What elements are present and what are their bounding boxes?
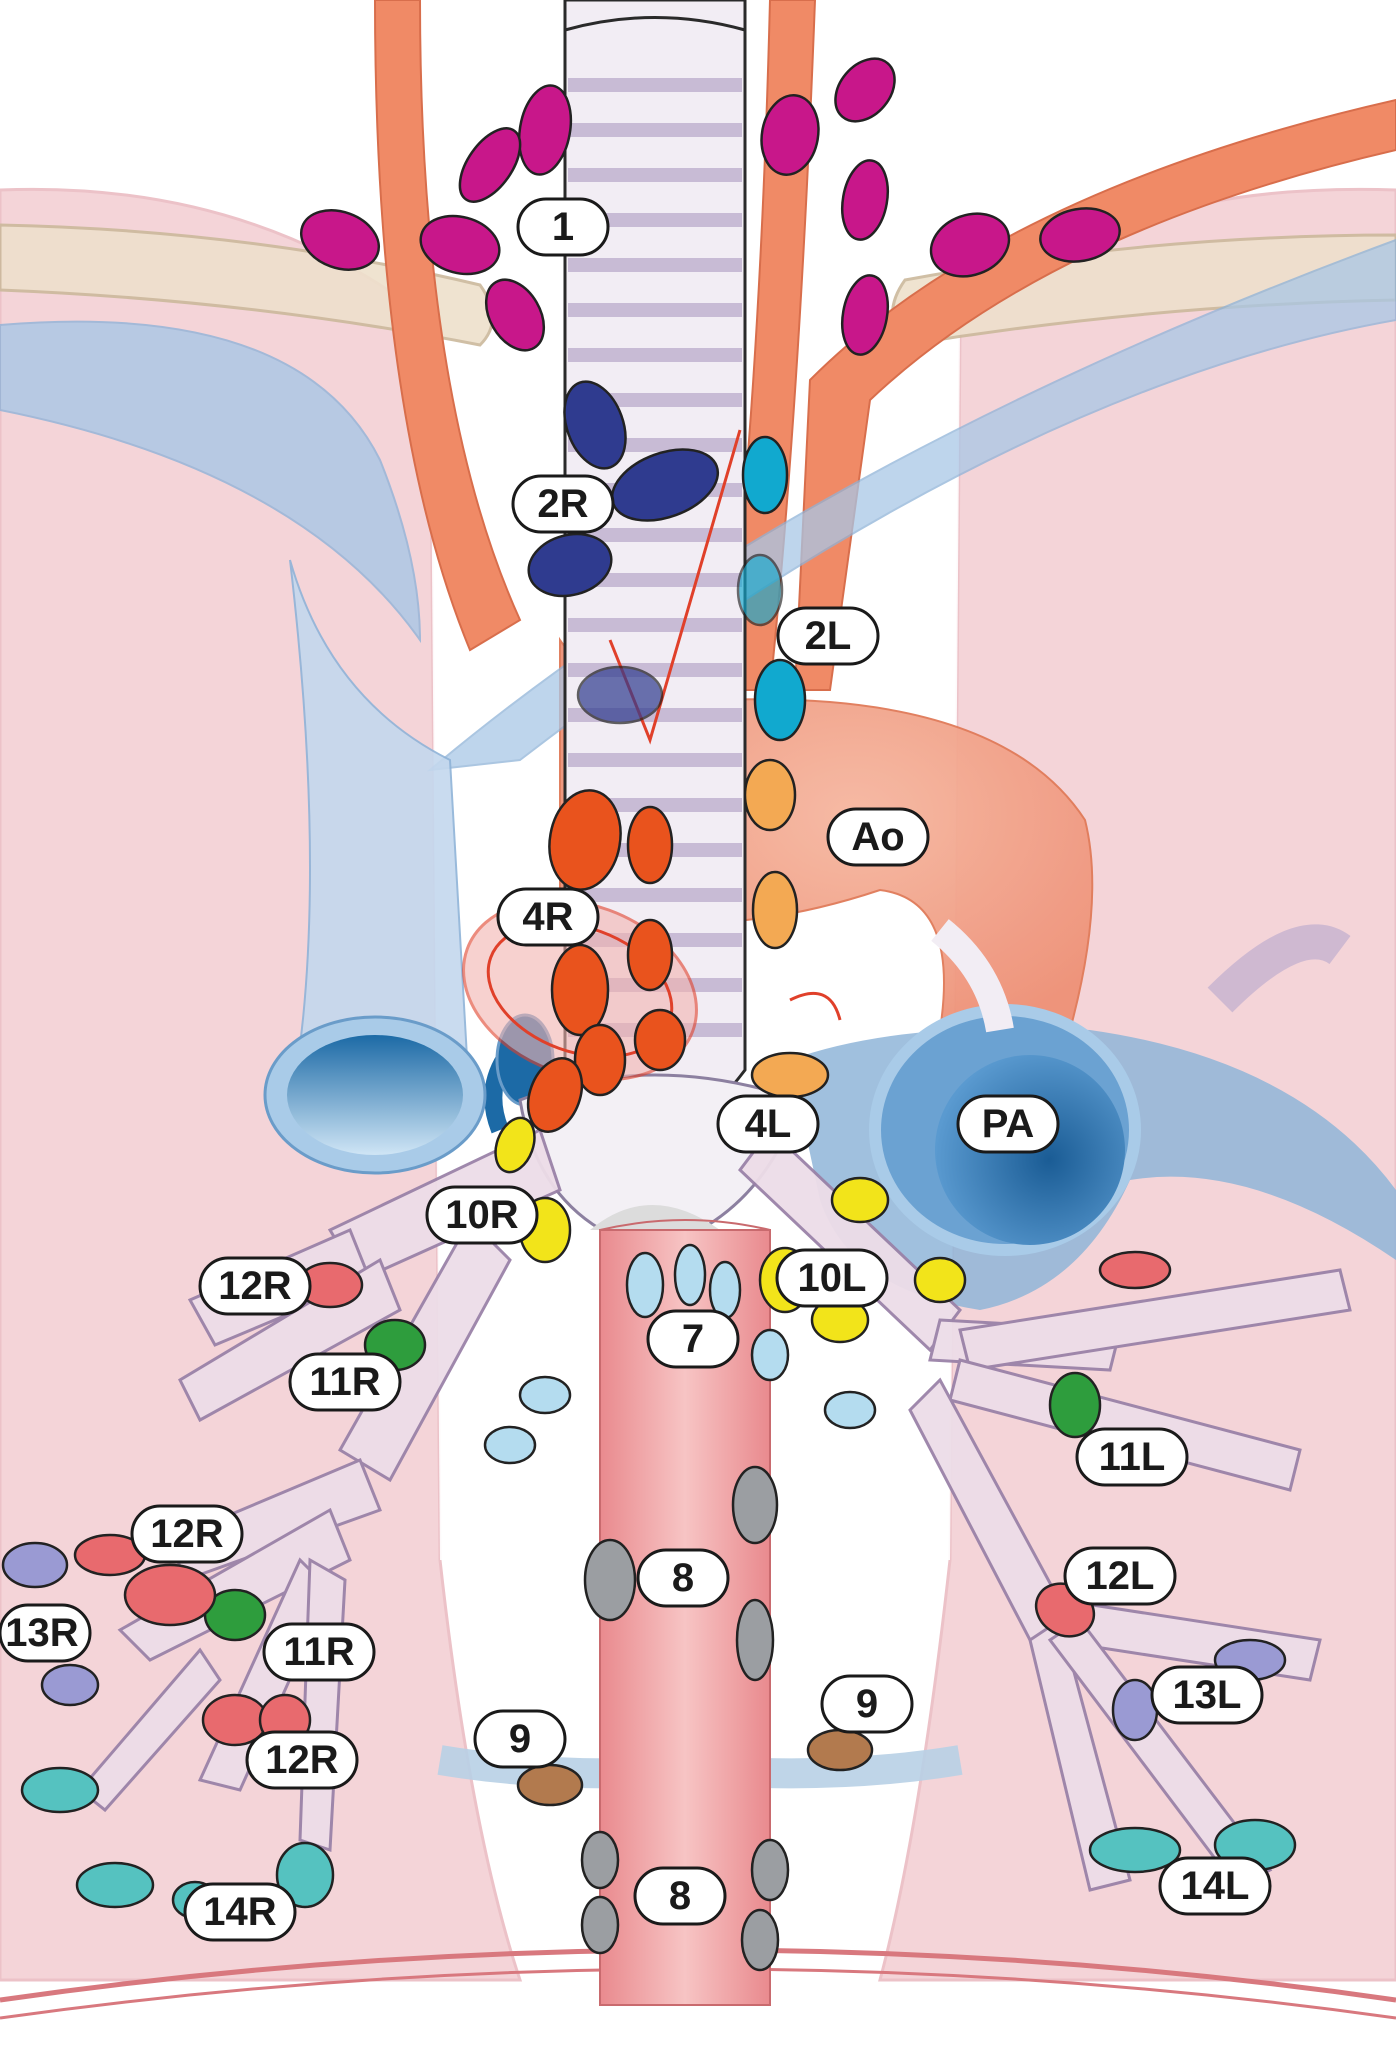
- label-13R-text: 13R: [5, 1611, 78, 1655]
- label-14R-text: 14R: [203, 1890, 276, 1934]
- label-Ao-text: Ao: [851, 815, 904, 859]
- label-11L: 11L: [1077, 1429, 1187, 1485]
- label-12L-text: 12L: [1086, 1554, 1155, 1598]
- label-10R: 10R: [427, 1187, 537, 1243]
- label-14L: 14L: [1160, 1858, 1270, 1914]
- label-12L: 12L: [1065, 1548, 1175, 1604]
- label-11R-upper: 11R: [290, 1354, 400, 1410]
- label-12R-upper: 12R: [200, 1258, 310, 1314]
- label-12R-lower-text: 12R: [265, 1738, 338, 1782]
- label-7: 7: [648, 1311, 738, 1367]
- label-10L-text: 10L: [798, 1256, 867, 1300]
- label-10L: 10L: [777, 1250, 887, 1306]
- label-9-left: 9: [822, 1676, 912, 1732]
- label-PA: PA: [958, 1096, 1058, 1152]
- label-8-lower: 8: [635, 1868, 725, 1924]
- label-PA-text: PA: [982, 1102, 1035, 1146]
- label-11R-lower-text: 11R: [283, 1630, 354, 1674]
- label-11R-lower: 11R: [264, 1624, 374, 1680]
- label-2R-text: 2R: [537, 482, 588, 526]
- label-8-upper: 8: [638, 1550, 728, 1606]
- label-13R: 13R: [0, 1605, 90, 1661]
- label-8-lower-text: 8: [669, 1874, 691, 1918]
- label-Ao: Ao: [828, 809, 928, 865]
- label-13L-text: 13L: [1173, 1673, 1242, 1717]
- label-2L: 2L: [778, 608, 878, 664]
- label-12R-middle-text: 12R: [150, 1512, 223, 1556]
- label-9-right: 9: [475, 1711, 565, 1767]
- label-14R: 14R: [185, 1884, 295, 1940]
- label-11R-upper-text: 11R: [309, 1360, 380, 1404]
- label-14L-text: 14L: [1181, 1864, 1250, 1908]
- label-1: 1: [518, 199, 608, 255]
- label-9-left-text: 9: [856, 1682, 878, 1726]
- label-2R: 2R: [513, 476, 613, 532]
- label-12R-lower: 12R: [247, 1732, 357, 1788]
- label-1-text: 1: [552, 205, 574, 249]
- label-4L-text: 4L: [745, 1102, 792, 1146]
- label-11L-text: 11L: [1099, 1435, 1166, 1479]
- label-4R: 4R: [498, 889, 598, 945]
- label-4L: 4L: [718, 1096, 818, 1152]
- label-10R-text: 10R: [445, 1193, 518, 1237]
- label-8-upper-text: 8: [672, 1556, 694, 1600]
- label-12R-middle: 12R: [132, 1506, 242, 1562]
- label-4R-text: 4R: [522, 895, 573, 939]
- label-13L: 13L: [1152, 1667, 1262, 1723]
- label-7-text: 7: [682, 1317, 704, 1361]
- label-2L-text: 2L: [805, 614, 852, 658]
- label-9-right-text: 9: [509, 1717, 531, 1761]
- label-12R-upper-text: 12R: [218, 1264, 291, 1308]
